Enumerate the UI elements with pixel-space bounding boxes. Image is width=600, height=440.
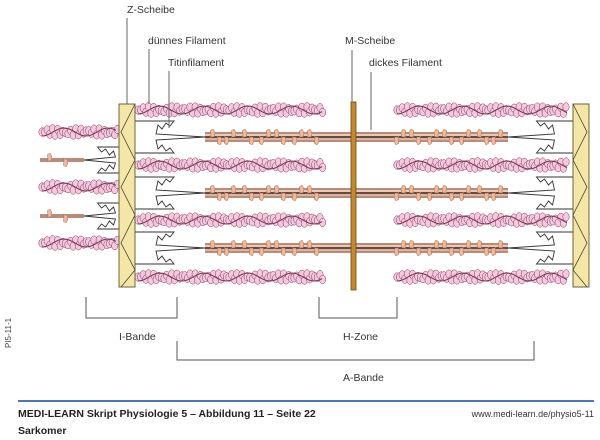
titin-filament xyxy=(507,176,573,210)
leader-lines xyxy=(126,18,372,130)
label-thin-filament: dünnes Filament xyxy=(148,35,226,47)
label-titin: Titinfilament xyxy=(168,57,224,69)
thick-filament xyxy=(205,184,508,202)
titin-filament xyxy=(135,231,206,265)
footer-rule xyxy=(18,400,594,402)
titin-filament xyxy=(83,202,119,230)
sarcomere-diagram: Z-Scheibe dünnes Filament Titinfilament … xyxy=(4,4,590,384)
i-band-bracket xyxy=(85,297,178,319)
thin-filament xyxy=(134,102,327,118)
z-disc-right xyxy=(572,103,590,288)
thick-filament xyxy=(205,128,508,146)
titin-filament xyxy=(507,231,573,265)
thin-filament xyxy=(393,102,570,118)
titin-filament xyxy=(135,176,206,210)
label-h-zone: H-Zone xyxy=(343,331,378,343)
thin-filaments xyxy=(38,102,570,285)
thin-filament xyxy=(393,157,570,173)
titin-filaments xyxy=(83,120,573,265)
figure-code: PI5-11-1 xyxy=(4,317,13,348)
titin-filament xyxy=(83,146,119,174)
thin-filament xyxy=(38,124,121,140)
thin-filament xyxy=(134,157,327,173)
thin-filament xyxy=(134,212,327,228)
h-zone-bracket xyxy=(318,297,398,319)
footer-url[interactable]: www.medi-learn.de/physio5-11 xyxy=(471,409,594,419)
label-i-band: I-Bande xyxy=(119,331,156,343)
thin-filament xyxy=(393,212,570,228)
m-disc xyxy=(350,101,357,291)
thin-filament xyxy=(134,269,327,285)
label-z-disc: Z-Scheibe xyxy=(127,4,175,16)
a-band-bracket xyxy=(176,341,535,361)
label-a-band: A-Bande xyxy=(343,372,384,384)
thick-filament-stub xyxy=(40,208,84,224)
thin-filament xyxy=(38,179,121,195)
label-thick-filament: dickes Filament xyxy=(369,57,442,69)
label-m-disc: M-Scheibe xyxy=(345,35,395,47)
titin-filament xyxy=(135,120,206,154)
thin-filament xyxy=(393,269,570,285)
z-disc-left xyxy=(118,103,136,288)
titin-filament xyxy=(507,120,573,154)
thick-filament xyxy=(205,239,508,257)
footer-title: MEDI-LEARN Skript Physiologie 5 – Abbild… xyxy=(18,408,316,420)
thick-filaments xyxy=(40,128,508,257)
footer-subtitle: Sarkomer xyxy=(18,425,67,437)
thick-filament-stub xyxy=(40,152,84,168)
thin-filament xyxy=(38,235,121,251)
